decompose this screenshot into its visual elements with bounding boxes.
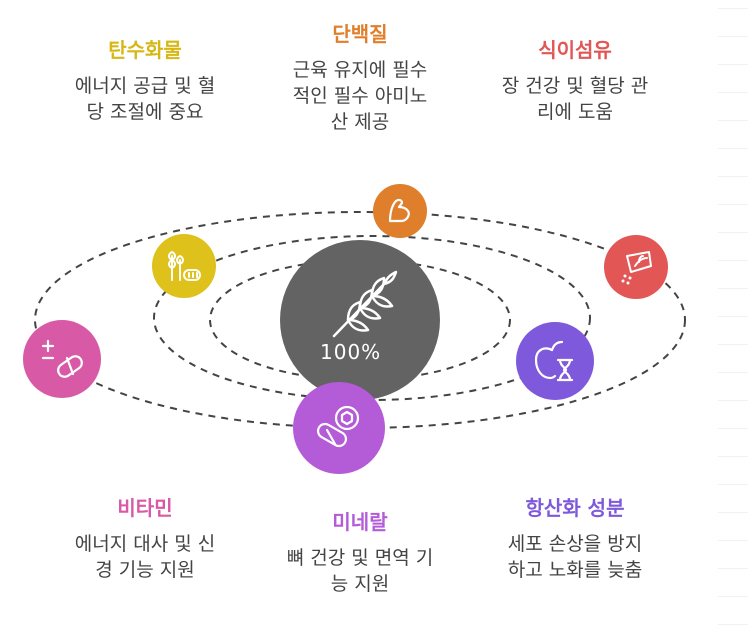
protein-desc-line: 근육 유지에 필수 [292,59,428,81]
center-label: 100% [320,340,382,364]
protein-label: 단백질 근육 유지에 필수 적인 필수 아미노 산 제공 [260,21,460,135]
outer-orbit [34,211,686,429]
carbs-title: 탄수화물 [108,38,182,62]
wheat-icon [332,270,398,338]
protein-node [373,184,427,238]
protein-desc: 근육 유지에 필수 적인 필수 아미노 산 제공 [260,57,460,135]
mineral-capsule-icon [316,405,360,448]
antioxidants-title: 항산화 성분 [525,496,625,520]
flexed-arm-icon [388,198,410,223]
protein-desc-line: 적인 필수 아미노 [292,85,428,107]
apple-hourglass-icon [534,340,574,382]
minerals-title: 미네랄 [332,510,388,534]
pill-icon [41,339,83,378]
minerals-desc: 뼈 건강 및 면역 기 능 지원 [260,545,460,597]
protein-title: 단백질 [332,22,388,46]
vitamins-desc-line: 에너지 대사 및 신 [74,533,216,555]
fiber-title: 식이섬유 [538,38,612,62]
fiber-node [604,235,668,299]
edge-decoration [708,0,748,629]
carbs-desc-line: 당 조절에 중요 [86,101,204,123]
carbs-node [152,234,216,298]
fiber-desc-line: 장 건강 및 혈당 관 [501,75,649,97]
fiber-label: 식이섬유 장 건강 및 혈당 관 리에 도움 [475,37,675,125]
carbs-desc: 에너지 공급 및 혈 당 조절에 중요 [45,73,245,125]
minerals-node [293,382,385,474]
antioxidants-desc-line: 하고 노화를 늦춤 [507,559,643,581]
fiber-desc: 장 건강 및 혈당 관 리에 도움 [475,73,675,125]
antioxidants-node [516,322,594,400]
vitamins-desc: 에너지 대사 및 신 경 기능 지원 [45,531,245,583]
carbs-label: 탄수화물 에너지 공급 및 혈 당 조절에 중요 [45,37,245,125]
fiber-packet-icon [621,251,652,285]
antioxidants-label: 항산화 성분 세포 손상을 방지 하고 노화를 늦춤 [475,495,675,583]
vitamins-title: 비타민 [117,496,173,520]
minerals-label: 미네랄 뼈 건강 및 면역 기 능 지원 [260,509,460,597]
protein-desc-line: 산 제공 [330,111,390,133]
vitamins-node [23,320,101,398]
antioxidants-desc: 세포 손상을 방지 하고 노화를 늦춤 [475,531,675,583]
center-node: 100% [280,240,440,400]
minerals-desc-line: 뼈 건강 및 면역 기 [286,547,434,569]
carbs-desc-line: 에너지 공급 및 혈 [74,75,216,97]
wheat-bread-icon [168,250,201,281]
vitamins-desc-line: 경 기능 지원 [95,559,195,581]
vitamins-label: 비타민 에너지 대사 및 신 경 기능 지원 [45,495,245,583]
fiber-desc-line: 리에 도움 [537,101,613,123]
antioxidants-desc-line: 세포 손상을 방지 [507,533,643,555]
minerals-desc-line: 능 지원 [330,573,390,595]
